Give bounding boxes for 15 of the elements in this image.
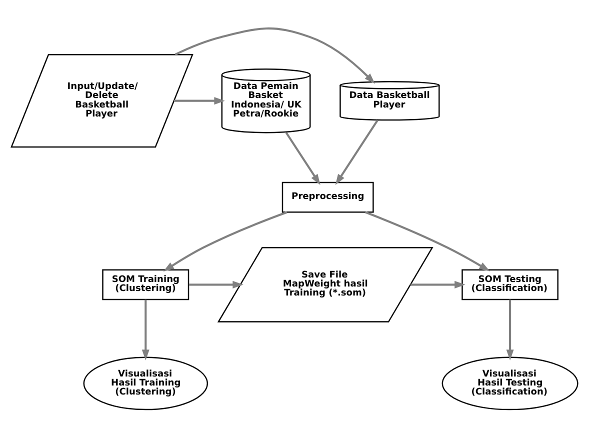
arrow <box>506 299 514 360</box>
arrow <box>142 299 150 360</box>
arrow <box>174 96 225 104</box>
arrow <box>163 210 288 272</box>
arrow <box>335 119 378 184</box>
node-box: Preprocessing <box>282 181 374 212</box>
node-ellipse: Visualisasi Hasil Testing (Classification) <box>442 356 578 410</box>
arrow <box>188 280 244 288</box>
arrow <box>364 210 490 271</box>
node-box: SOM Training (Clustering) <box>102 268 190 300</box>
arrow <box>285 132 320 184</box>
node-box: SOM Testing (Classification) <box>462 268 558 300</box>
arrow <box>174 26 376 84</box>
arrow <box>410 280 466 288</box>
node-ellipse: Visualisasi Hasil Training (Clustering) <box>83 356 208 410</box>
